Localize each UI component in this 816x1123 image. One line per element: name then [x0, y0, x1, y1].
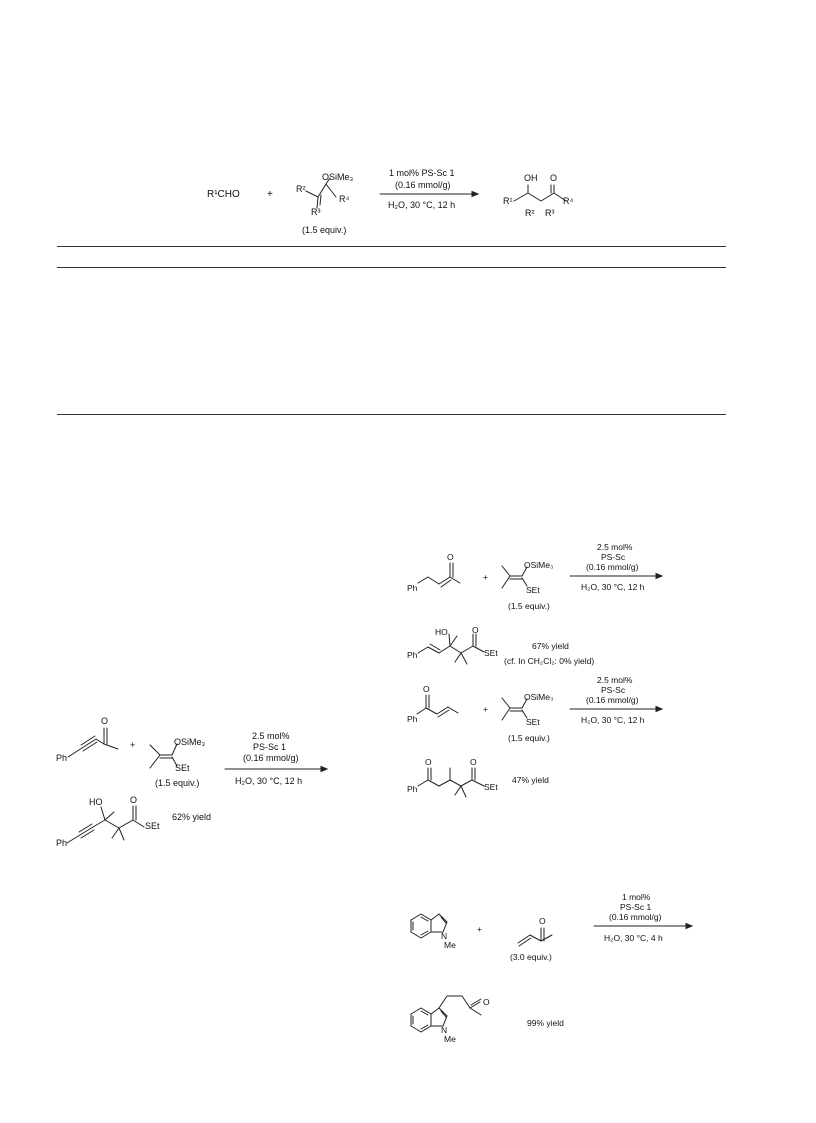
yield-label: 47% yield: [512, 775, 549, 785]
yield-label: 99% yield: [527, 1018, 564, 1028]
product-set-label: SEt: [145, 821, 160, 831]
plus-sign: +: [483, 704, 488, 714]
product-ph-label: Ph: [407, 784, 418, 794]
silyl-label: OSiMe₃: [322, 172, 354, 182]
enone-ph-label: Ph: [407, 583, 418, 593]
reagent-line2: (0.16 mmol/g): [395, 180, 451, 190]
enone-o-label: O: [423, 684, 430, 694]
enone-o-label: O: [447, 552, 454, 562]
reagent-line1: 1 mol%: [622, 892, 651, 902]
equiv-label: (1.5 equiv.): [508, 601, 550, 611]
product-r2-label: R²: [525, 208, 535, 218]
table-header-rule: [57, 267, 726, 268]
equiv-label: (1.5 equiv.): [508, 733, 550, 743]
product-oh-label: OH: [524, 173, 538, 183]
reagent-line1: 2.5 mol%: [252, 731, 290, 741]
product-set-label: SEt: [484, 648, 498, 658]
silyl-label: OSiMe₃: [524, 560, 554, 570]
r3-label: R³: [311, 207, 321, 217]
reagent-line2: PS-Sc: [601, 552, 626, 562]
ynone-ph-label: Ph: [56, 753, 68, 763]
plus-sign: +: [477, 924, 482, 934]
reaction-arrow: [593, 922, 694, 930]
indole-n-label: N: [441, 931, 448, 941]
indole-me-label: Me: [444, 940, 456, 950]
product-ho-label: HO: [89, 797, 103, 807]
set-label: SEt: [526, 585, 540, 595]
reagent-line1: 1 mol% PS-Sc 1: [389, 168, 455, 178]
product-o2-label: O: [470, 757, 477, 767]
conditions-label: H₂O, 30 °C, 4 h: [604, 933, 663, 943]
reagent-line2: PS-Sc 1: [620, 902, 652, 912]
product-o-label: O: [483, 997, 490, 1007]
conditions-label: H₂O, 30 °C, 12 h: [235, 776, 303, 786]
equiv-label: (1.5 equiv.): [155, 778, 200, 788]
reagent-line3: (0.16 mmol/g): [586, 562, 639, 572]
product-set-label: SEt: [484, 782, 498, 792]
product-r1-label: R¹: [503, 196, 513, 206]
reagent-line1: 2.5 mol%: [597, 542, 633, 552]
product-r3-label: R³: [545, 208, 555, 218]
reagent-line3: (0.16 mmol/g): [243, 753, 299, 763]
product-o-label: O: [130, 795, 138, 805]
product-ph-label: Ph: [56, 838, 68, 848]
enone-ph-label: Ph: [407, 714, 418, 724]
product-o-label: O: [472, 625, 479, 635]
product-ph-label: Ph: [407, 650, 418, 660]
mvk-o-label: O: [539, 916, 546, 926]
set-label: SEt: [526, 717, 540, 727]
reaction-arrow: [569, 572, 664, 580]
silyl-label: OSiMe₃: [174, 737, 206, 747]
product-ho-label: HO: [435, 627, 448, 637]
plus-sign: +: [483, 572, 488, 582]
reaction-arrow: [224, 765, 329, 773]
r4-label: R⁴: [339, 194, 350, 204]
silyl-label: OSiMe₃: [524, 692, 554, 702]
product-me-label: Me: [444, 1034, 456, 1044]
product-n-label: N: [441, 1025, 448, 1035]
product-o-label: O: [550, 173, 558, 183]
reagent-line3: (0.16 mmol/g): [609, 912, 662, 922]
table-bottom-rule: [57, 414, 726, 415]
yield-label: 62% yield: [172, 812, 212, 822]
r2-label: R²: [296, 184, 306, 194]
conditions-label: H₂O, 30 °C, 12 h: [581, 582, 645, 592]
reagent-line2: PS-Sc 1: [253, 742, 287, 752]
yield-label: 67% yield: [532, 641, 569, 651]
equiv-label: (3.0 equiv.): [510, 952, 552, 962]
reagent-line1: 2.5 mol%: [597, 675, 633, 685]
reagent-line3: (0.16 mmol/g): [586, 695, 639, 705]
reaction-arrow: [569, 705, 664, 713]
solvent-note: (cf. In CH₂Cl₂: 0% yield): [504, 656, 595, 666]
ynone-o-label: O: [101, 716, 109, 726]
conditions-label: H₂O, 30 °C, 12 h: [388, 200, 456, 210]
set-label: SEt: [175, 763, 190, 773]
plus-sign: +: [267, 189, 273, 200]
product-o1-label: O: [425, 757, 432, 767]
table-top-rule: [57, 246, 726, 247]
plus-sign: +: [130, 740, 136, 750]
reagent-line2: PS-Sc: [601, 685, 626, 695]
product-r4-label: R⁴: [563, 196, 574, 206]
equiv-label: (1.5 equiv.): [302, 225, 347, 235]
aldehyde-label: R¹CHO: [207, 189, 240, 200]
conditions-label: H₂O, 30 °C, 12 h: [581, 715, 645, 725]
reaction-arrow: [379, 190, 480, 198]
